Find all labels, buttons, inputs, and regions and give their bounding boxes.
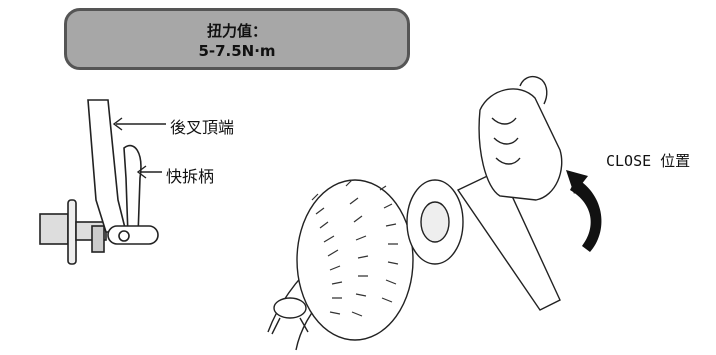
quick-release-label: 快拆柄: [166, 167, 215, 186]
torque-title: 扭力值：: [206, 22, 267, 40]
dropout-leader-head: [112, 117, 123, 131]
torque-spec-box: 扭力值： 5-7.5N·m: [64, 8, 410, 70]
close-position-label: CLOSE 位置: [606, 152, 691, 170]
cassette-tool-drawing: [267, 75, 563, 351]
leader-lines: [112, 117, 166, 179]
torque-value: 5-7.5N·m: [198, 42, 276, 60]
hub-inset-drawing: [39, 99, 159, 265]
qr-leader-head: [136, 165, 147, 179]
close-rotation-arrow: [566, 170, 602, 252]
rear-dropout-label: 後叉頂端: [170, 118, 235, 137]
